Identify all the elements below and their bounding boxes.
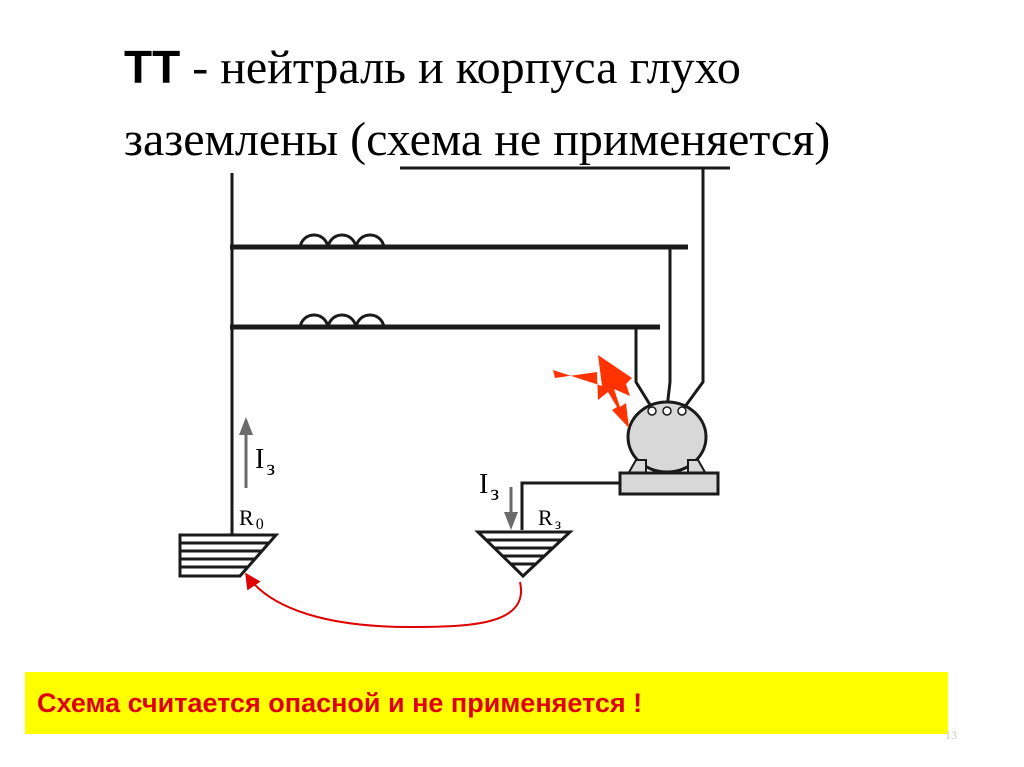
current-label-right: Iз (479, 469, 499, 505)
motor-base (618, 471, 720, 496)
title-line-1-text: - нейтраль и корпуса глухо (180, 41, 741, 94)
protective-earth-conductor (520, 481, 620, 530)
ground-electrode-equipment (474, 530, 574, 579)
ground-electrode-neutral (178, 533, 280, 578)
coil-lower (298, 313, 386, 328)
title-line-2: заземлены (схема не применяется) (124, 113, 831, 166)
title-line-1: ТТ - нейтраль и корпуса глухо (124, 44, 741, 92)
motor-feed-1 (682, 168, 705, 409)
current-label-left: Iз (255, 444, 275, 480)
motor-feed-2 (665, 247, 672, 409)
motor-feed-3 (634, 327, 654, 409)
current-arrow-down-head (504, 512, 518, 530)
coil-upper (298, 233, 386, 248)
current-arrow-up-head (239, 417, 253, 435)
slide-number: 13 (945, 728, 957, 742)
motor-terminal (677, 406, 687, 416)
earth-return-current-arrow (245, 572, 523, 629)
title-system-code: ТТ (124, 41, 181, 93)
motor-terminal (662, 406, 672, 416)
fault-lightning-arrow (553, 355, 632, 428)
warning-text: Схема считается опасной и не применяется… (37, 687, 643, 718)
motor-terminal (647, 406, 657, 416)
warning-banner: Схема считается опасной и не применяется… (25, 672, 948, 734)
